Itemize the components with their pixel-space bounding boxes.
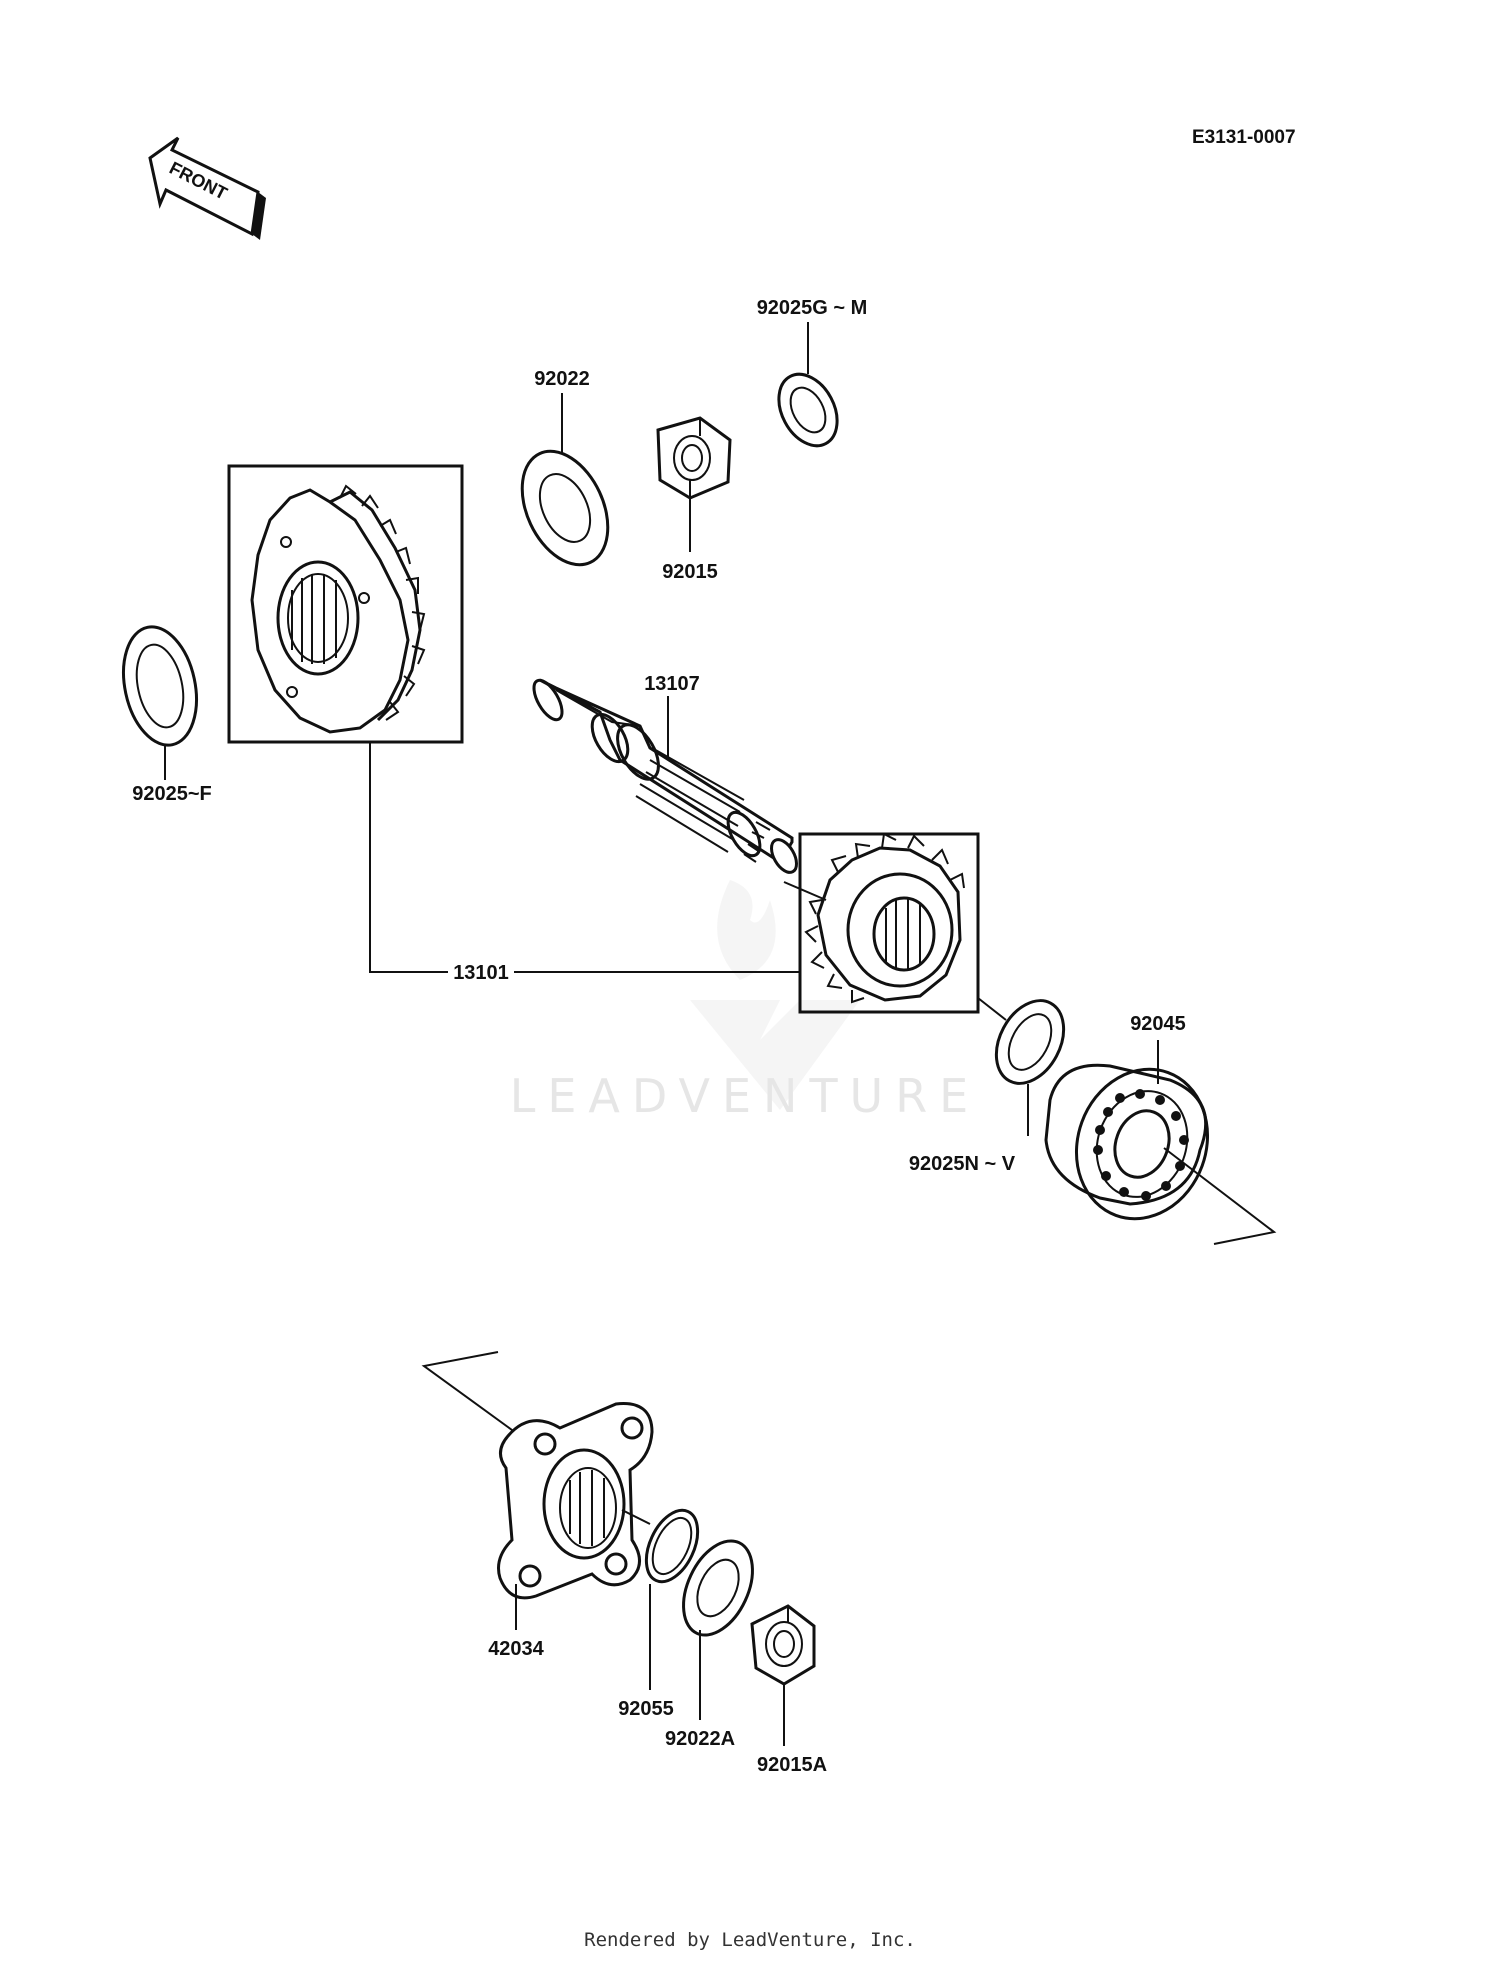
- shaft-13107: [532, 678, 798, 874]
- oring-92055: [644, 1508, 700, 1584]
- watermark: LEADVENTURE: [510, 880, 981, 1123]
- leader-gear-washer: [977, 997, 1007, 1021]
- label-92015: 92015: [662, 561, 718, 583]
- label-92022: 92022: [534, 368, 590, 390]
- front-arrow-icon: FRONT: [148, 136, 266, 240]
- label-13107: 13107: [644, 673, 700, 695]
- bevel-gear-large: [250, 484, 426, 734]
- flange-42034: [497, 1402, 654, 1600]
- washer-92022: [520, 449, 610, 567]
- label-92025f: 92025~F: [132, 783, 212, 805]
- leader-flange-ring: [621, 1509, 651, 1525]
- label-92025gm: 92025G ~ M: [757, 297, 868, 319]
- axis-continuation-left: [421, 1351, 513, 1431]
- nut-92015a: [750, 1604, 816, 1686]
- gear-box-right: [798, 832, 980, 1014]
- label-13101: 13101: [453, 962, 509, 984]
- washer-92025gm: [777, 372, 839, 448]
- washer-92022a: [682, 1539, 754, 1637]
- label-42034: 42034: [488, 1638, 544, 1660]
- label-92025nv: 92025N ~ V: [909, 1153, 1016, 1175]
- watermark-logo-icon: [690, 880, 860, 1110]
- leader-shaft-gear: [783, 881, 827, 901]
- label-92015a: 92015A: [757, 1754, 827, 1776]
- label-92055: 92055: [618, 1698, 674, 1720]
- watermark-text: LEADVENTURE: [510, 1069, 981, 1123]
- bevel-gear-small: [804, 832, 965, 1004]
- washer-92025f: [122, 625, 198, 747]
- label-92022a: 92022A: [665, 1728, 735, 1750]
- leader-13101-left: [369, 742, 448, 973]
- axis-continuation-right: [1163, 1147, 1277, 1245]
- bearing-92045: [1044, 1063, 1210, 1221]
- gear-box-left: [227, 464, 464, 744]
- label-92045: 92045: [1130, 1013, 1186, 1035]
- nut-92015: [656, 416, 732, 500]
- footer-credit: Rendered by LeadVenture, Inc.: [584, 1929, 916, 1951]
- washer-92025nv: [994, 999, 1066, 1085]
- diagram-ref-code: E3131-0007: [1192, 127, 1296, 148]
